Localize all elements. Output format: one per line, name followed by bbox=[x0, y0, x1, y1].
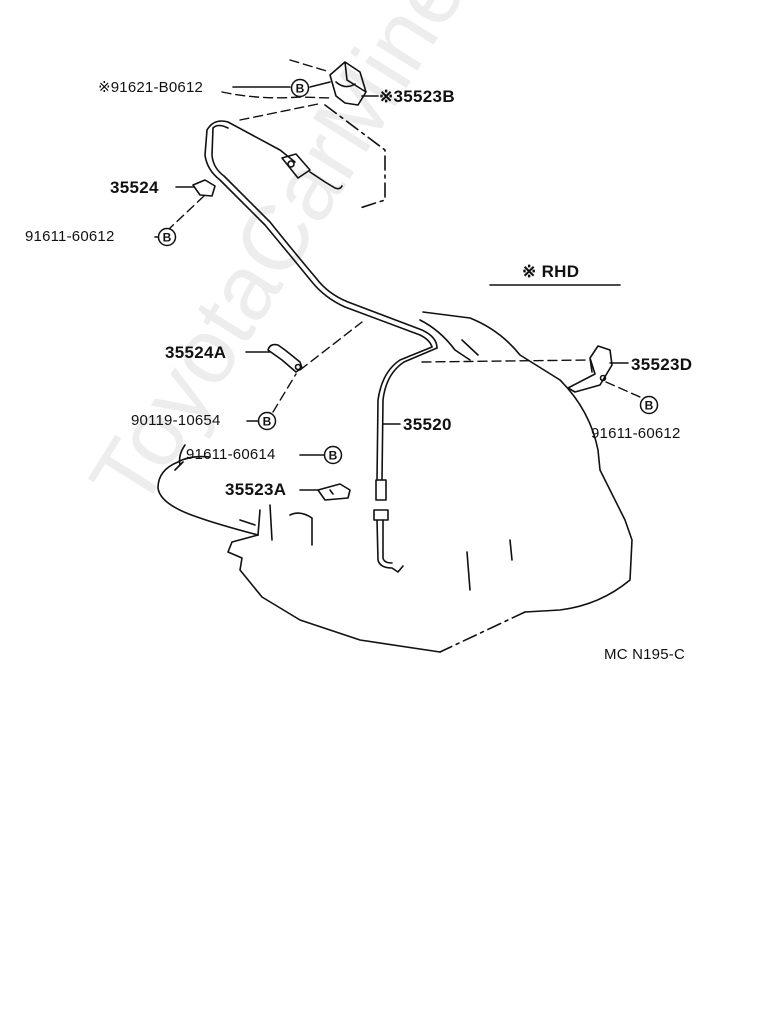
cable-end bbox=[373, 479, 404, 573]
cable-end-2 bbox=[382, 519, 393, 564]
dash-bolt-35524 bbox=[169, 195, 205, 229]
bolt-symbols: B B B B B bbox=[157, 78, 659, 465]
label-rhd: ※ RHD bbox=[522, 262, 580, 281]
label-ref-code: MC N195-C bbox=[604, 646, 685, 663]
label-91611-60612-a: 91611-60612 bbox=[25, 228, 115, 245]
dash-35523D bbox=[421, 359, 591, 363]
bellhousing-inner bbox=[174, 461, 313, 546]
transmission-lower-dash bbox=[439, 611, 526, 653]
bolt-letter: B bbox=[645, 399, 654, 413]
bolt-symbol-91611b: B bbox=[639, 395, 659, 415]
transmission-bottom bbox=[227, 534, 441, 653]
case-top bbox=[419, 319, 471, 361]
bolt-letter: B bbox=[163, 231, 172, 245]
bolt-letter: B bbox=[296, 82, 305, 96]
clip-35523B bbox=[329, 61, 367, 106]
dash-90119 bbox=[272, 373, 297, 413]
dash-35524A bbox=[299, 321, 363, 371]
label-35523A: 35523A bbox=[225, 480, 287, 499]
label-35523B: ※35523B bbox=[379, 87, 455, 106]
bracket-35524A bbox=[267, 343, 303, 373]
clip-35523A bbox=[317, 483, 351, 501]
transmission-outline bbox=[422, 311, 633, 613]
firewall-panel bbox=[324, 104, 386, 209]
cable-down-b bbox=[381, 347, 438, 481]
label-35523D: 35523D bbox=[631, 355, 693, 374]
bracket-lines bbox=[239, 509, 261, 536]
bolt-symbol-91611-60614: B bbox=[323, 445, 343, 465]
bolt-symbol-91611a: B bbox=[157, 227, 177, 247]
leader-91611-60614-curve bbox=[178, 444, 186, 466]
label-35524: 35524 bbox=[110, 178, 159, 197]
bolt-letter: B bbox=[263, 415, 272, 429]
bolt-symbol-90119: B bbox=[257, 411, 277, 431]
dash-clip-cable bbox=[239, 103, 319, 121]
cable-35520-a bbox=[204, 120, 433, 348]
label-90119-10654: 90119-10654 bbox=[131, 412, 221, 429]
dash-35523D-bolt bbox=[605, 381, 641, 398]
cable-35520-b bbox=[211, 124, 438, 349]
label-35524A: 35524A bbox=[165, 343, 227, 362]
upper-cable-fitting bbox=[281, 153, 343, 190]
dash-gear-top bbox=[289, 59, 331, 73]
clip-35524 bbox=[192, 179, 216, 197]
label-91621-B0612: ※91621-B0612 bbox=[98, 79, 204, 96]
bolt-letter: B bbox=[329, 449, 338, 463]
cable-down-a bbox=[376, 346, 433, 481]
leader-91621-to-clip bbox=[309, 81, 331, 88]
label-91611-60614: 91611-60614 bbox=[186, 446, 276, 463]
bracket-35523D bbox=[567, 345, 613, 393]
dash-clip-top bbox=[221, 91, 331, 99]
label-35520: 35520 bbox=[403, 415, 452, 434]
bellhousing bbox=[157, 455, 259, 536]
label-91611-60612-b: 91611-60612 bbox=[591, 425, 681, 442]
case-ribs bbox=[461, 339, 513, 591]
bolt-symbol-91621: B bbox=[290, 78, 310, 98]
